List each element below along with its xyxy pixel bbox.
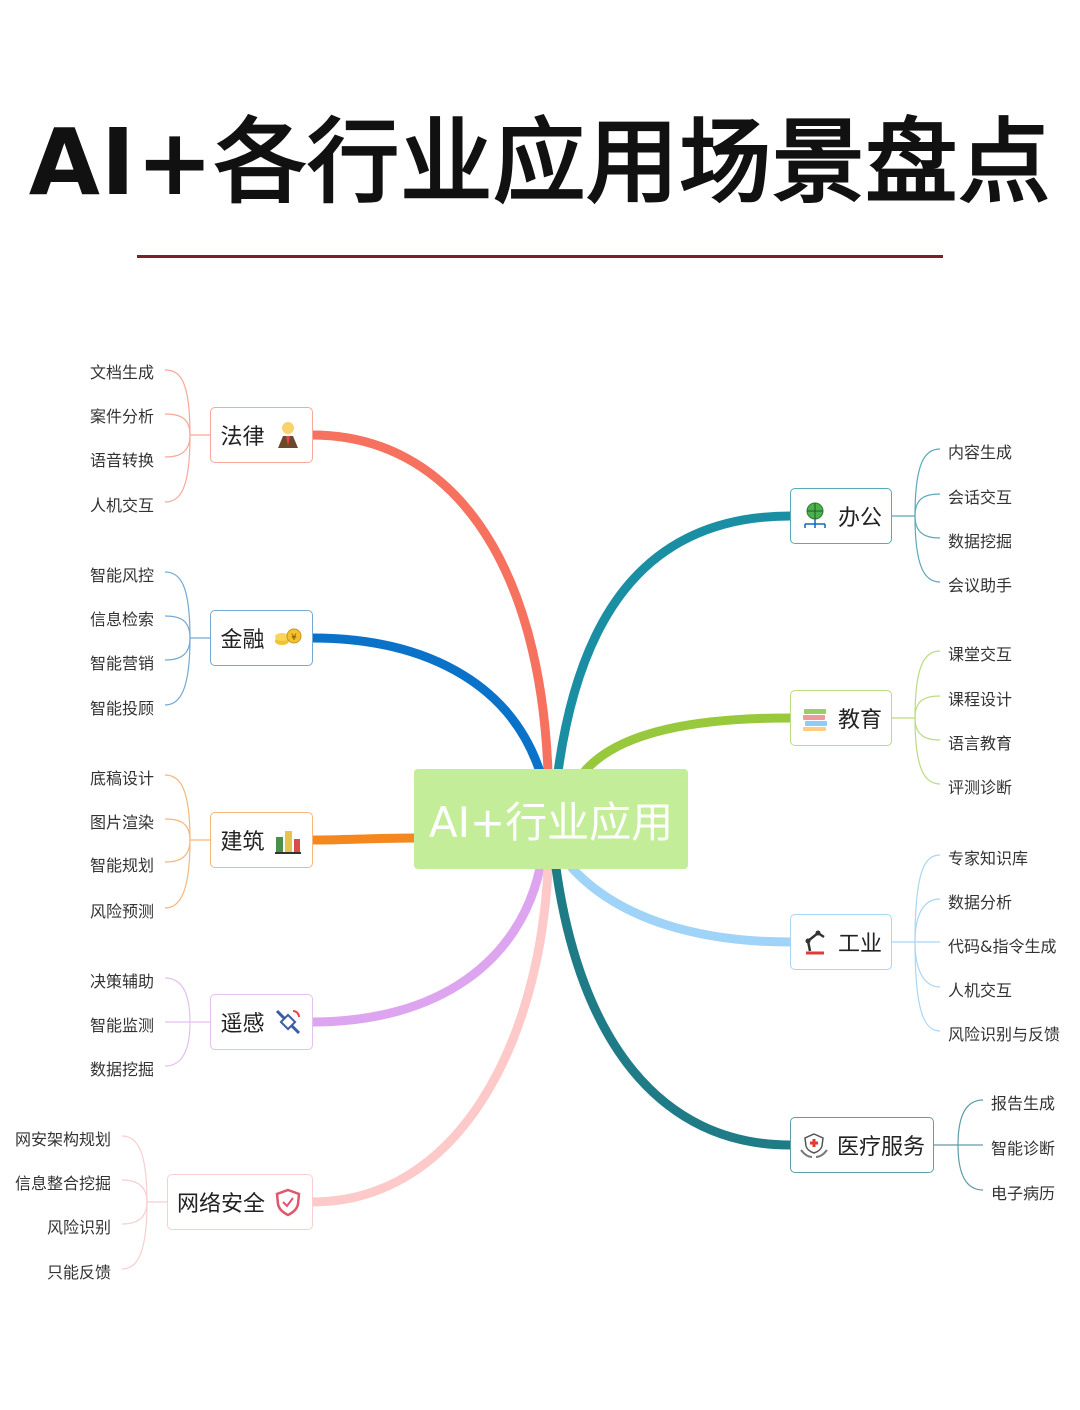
coins-icon: ¥ [274,628,301,645]
leaf-industry-3: 代码&指令生成 [948,937,1057,956]
industry-bracket [892,854,941,1032]
architecture-bracket [164,774,210,909]
leaf-education-1: 课堂交互 [948,645,1013,664]
leaf-finance-4: 智能投顾 [89,699,154,718]
node-security-label: 网络安全 [176,1192,265,1217]
shield-icon [275,1188,301,1217]
leaf-medical-1: 报告生成 [991,1094,1056,1113]
leaf-architecture-1: 底稿设计 [89,769,154,788]
office-bracket [892,448,941,583]
remote-bracket [164,977,210,1067]
globe-network-icon [804,502,826,528]
node-medical-label: 医疗服务 [836,1135,925,1160]
medical-hands-icon [800,1133,828,1158]
title-divider [137,255,943,258]
node-medical: 医疗服务 [790,1117,934,1173]
leaf-industry-2: 数据分析 [948,893,1013,912]
node-law: 法律 [210,407,313,463]
leaf-office-2: 会话交互 [948,488,1013,507]
leaf-finance-3: 智能营销 [89,654,154,673]
node-education: 教育 [790,690,892,746]
node-architecture: 建筑 [210,812,313,868]
leaf-office-4: 会议助手 [948,576,1013,595]
branch-line-law [307,430,553,777]
leaf-office-3: 数据挖掘 [948,532,1013,551]
leaf-architecture-4: 风险预测 [89,902,154,921]
leaf-remote-2: 智能监测 [89,1016,154,1035]
lawyer-icon [277,422,298,448]
books-icon [802,709,827,731]
node-office-label: 办公 [837,506,882,531]
leaf-finance-2: 信息检索 [89,610,154,629]
branch-line-education [579,713,795,777]
law-bracket [164,369,210,503]
node-architecture-label: 建筑 [220,830,265,855]
leaf-law-3: 语音转换 [89,451,154,470]
leaf-education-2: 课程设计 [948,690,1013,709]
node-finance-label: 金融 [220,628,265,653]
leaf-security-2: 信息整合挖掘 [14,1174,111,1193]
leaf-law-1: 文档生成 [89,363,154,382]
node-industry-label: 工业 [837,932,882,957]
central-topic: AI+行业应用 [414,769,688,869]
branch-line-architecture [307,833,419,845]
leaf-education-4: 评测诊断 [948,778,1013,797]
leaf-medical-3: 电子病历 [991,1184,1056,1203]
branch-line-remote [307,863,545,1027]
leaf-remote-3: 数据挖掘 [89,1060,154,1079]
leaf-architecture-2: 图片渲染 [89,813,154,832]
education-bracket [892,650,941,785]
branch-line-medical [551,863,795,1150]
node-office: 办公 [790,488,892,544]
leaf-remote-1: 决策辅助 [89,972,154,991]
node-network-security: 网络安全 [167,1174,313,1230]
node-finance: 金融 ¥ [210,610,313,666]
leaf-law-4: 人机交互 [89,496,154,515]
leaf-industry-4: 人机交互 [948,981,1013,1000]
leaf-office-1: 内容生成 [948,443,1013,462]
branch-line-office [553,511,795,777]
buildings-icon [274,831,301,854]
node-remote-label: 遥感 [220,1012,265,1037]
leaf-security-4: 只能反馈 [46,1263,111,1282]
leaf-law-2: 案件分析 [89,407,154,426]
satellite-icon [275,1009,300,1035]
node-remote-sensing: 遥感 [210,994,313,1050]
node-law-label: 法律 [220,425,265,450]
leaf-security-1: 网安架构规划 [14,1130,111,1149]
leaf-security-3: 风险识别 [46,1218,111,1237]
leaf-industry-5: 风险识别与反馈 [948,1025,1061,1044]
node-education-label: 教育 [837,708,882,733]
branch-line-finance [307,633,545,777]
leaf-medical-2: 智能诊断 [991,1139,1056,1158]
svg-text:¥: ¥ [291,633,297,643]
branch-line-industry [567,863,795,947]
robot-arm-icon [805,930,825,955]
finance-bracket [164,571,210,706]
security-bracket [121,1135,167,1270]
node-industry: 工业 [790,914,892,970]
leaf-education-3: 语言教育 [948,734,1013,753]
medical-bracket [934,1099,984,1191]
page-title: AI+各行业应用场景盘点 [28,109,1052,216]
leaf-industry-1: 专家知识库 [948,849,1029,868]
leaf-finance-1: 智能风控 [89,566,154,585]
branch-line-security [307,863,553,1207]
leaf-architecture-3: 智能规划 [89,856,154,875]
